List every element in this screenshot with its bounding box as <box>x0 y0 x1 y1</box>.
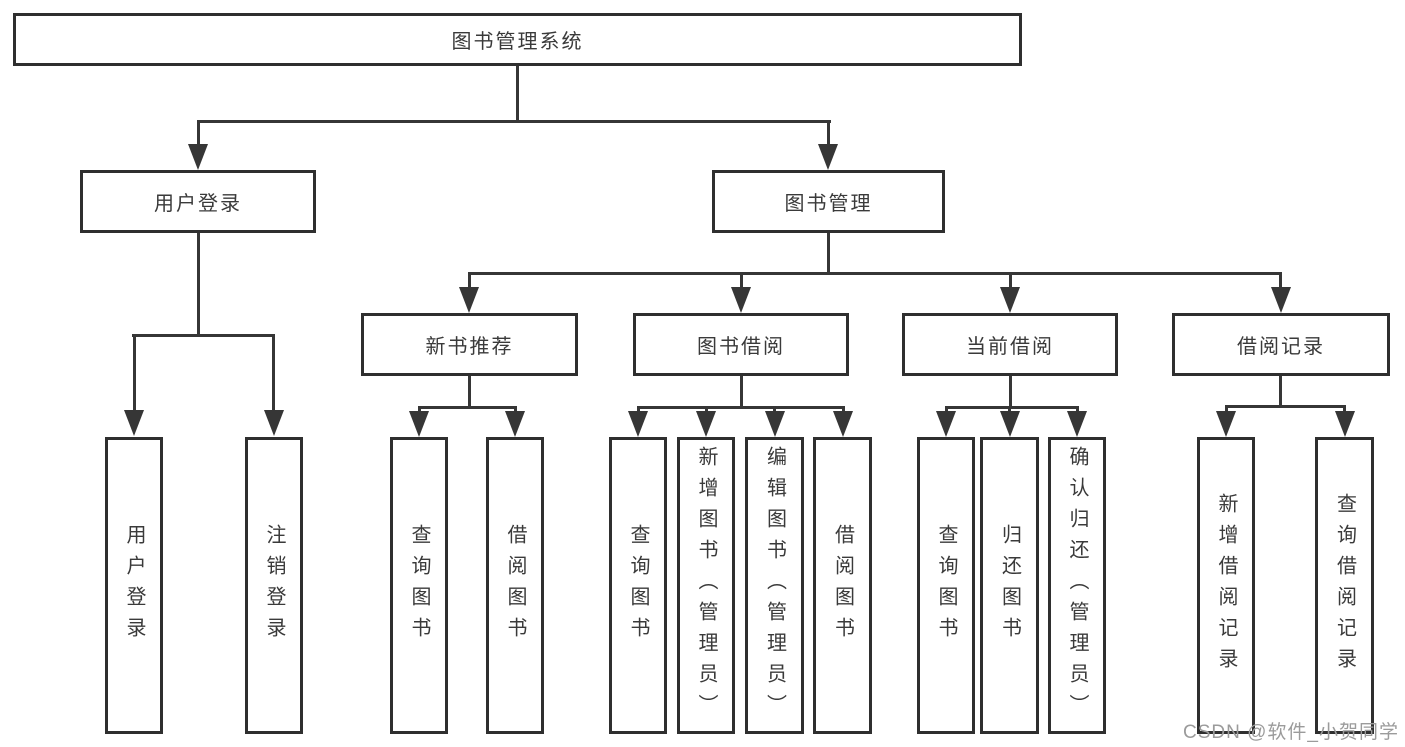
csdn-watermark: CSDN @软件_小贺同学 <box>1183 722 1399 743</box>
node-label: 借阅记录 <box>1237 336 1325 358</box>
node-new-book-rec: 新书推荐 <box>361 313 578 376</box>
node-label: 当前借阅 <box>966 336 1054 358</box>
connector-current-borrow-hline <box>945 406 1079 409</box>
arrowhead-to-cb-return <box>1000 411 1020 437</box>
connector-stem-rec-borrow <box>514 406 517 414</box>
node-label: 借阅图书 <box>831 523 854 648</box>
node-rec-borrow-books: 借阅图书 <box>486 437 544 734</box>
connector-stem-bb-add <box>705 406 708 414</box>
node-bb-borrow-books: 借阅图书 <box>813 437 872 734</box>
arrowhead-to-bb-add <box>696 411 716 437</box>
node-label: 查询图书 <box>935 523 957 648</box>
node-label: 图书管理 <box>784 193 873 215</box>
connector-stem-rec-query <box>418 406 421 414</box>
node-current-borrow: 当前借阅 <box>902 313 1118 376</box>
node-label: 新增借阅记录 <box>1215 492 1237 679</box>
node-label: 借阅图书 <box>504 523 526 648</box>
connector-stem-cb-query <box>945 406 948 414</box>
connector-stem-cb-confirm <box>1076 406 1079 414</box>
connector-stem-borrow-record <box>1279 272 1282 292</box>
arrowhead-to-br-query <box>1335 411 1355 437</box>
arrowhead-to-rec-query <box>409 411 429 437</box>
arrowhead-to-leaf-user-login <box>124 410 144 436</box>
connector-borrow-record-hline <box>1225 405 1346 408</box>
connector-stem-book-borrow <box>740 272 743 292</box>
node-label: 注销登录 <box>263 523 285 648</box>
arrowhead-to-bb-query <box>628 411 648 437</box>
connector-book-borrow-vline <box>740 376 743 408</box>
node-label: 图书借阅 <box>697 336 785 358</box>
connector-stem-bb-query <box>637 406 640 414</box>
arrowhead-to-book-mgmt <box>818 144 838 170</box>
node-book-management-system: 图书管理系统 <box>13 13 1022 66</box>
node-cb-query-books: 查询图书 <box>917 437 975 734</box>
node-bb-query-books: 查询图书 <box>609 437 667 734</box>
node-bb-edit-books: 编辑图书（管理员） <box>745 437 804 734</box>
arrowhead-to-borrow-record <box>1271 287 1291 313</box>
arrowhead-to-cb-confirm <box>1067 411 1087 437</box>
node-book-borrow: 图书借阅 <box>633 313 849 376</box>
node-label: 查询图书 <box>408 523 430 648</box>
connector-stem-br-add <box>1225 405 1228 414</box>
node-label: 新增图书（管理员） <box>695 446 717 725</box>
node-label: 用户登录 <box>154 193 242 215</box>
connector-stem-bb-edit <box>773 406 776 414</box>
connector-root-hline <box>197 120 831 123</box>
arrowhead-to-rec-borrow <box>505 411 525 437</box>
connector-book-mgmt-vline <box>827 233 830 274</box>
arrowhead-to-new-book-rec <box>459 287 479 313</box>
connector-current-borrow-vline <box>1009 376 1012 408</box>
connector-new-book-rec-vline <box>468 376 471 408</box>
connector-stem-leaf-user-login <box>133 334 136 412</box>
node-br-add-record: 新增借阅记录 <box>1197 437 1255 734</box>
node-br-query-record: 查询借阅记录 <box>1315 437 1374 734</box>
connector-user-login-vline <box>197 233 200 336</box>
connector-stem-bb-borrow <box>842 406 845 414</box>
connector-stem-br-query <box>1343 405 1346 414</box>
node-rec-query-books: 查询图书 <box>390 437 448 734</box>
arrowhead-to-leaf-logout <box>264 410 284 436</box>
arrowhead-to-cb-query <box>936 411 956 437</box>
connector-new-book-rec-hline <box>418 406 517 409</box>
arrowhead-to-book-borrow <box>731 287 751 313</box>
node-leaf-user-login: 用户登录 <box>105 437 163 734</box>
connector-book-mgmt-hline <box>468 272 1282 275</box>
node-cb-confirm-return: 确认归还（管理员） <box>1048 437 1106 734</box>
connector-book-borrow-hline <box>637 406 845 409</box>
arrowhead-to-bb-edit <box>765 411 785 437</box>
node-cb-return-books: 归还图书 <box>980 437 1039 734</box>
node-book-mgmt: 图书管理 <box>712 170 945 233</box>
node-label: 编辑图书（管理员） <box>763 446 786 725</box>
arrowhead-to-bb-borrow <box>833 411 853 437</box>
arrowhead-to-br-add <box>1216 411 1236 437</box>
node-label: 归还图书 <box>998 523 1021 648</box>
arrowhead-to-user-login <box>188 144 208 170</box>
connector-root-vline <box>516 66 519 120</box>
connector-user-login-hline <box>132 334 275 337</box>
node-leaf-logout: 注销登录 <box>245 437 303 734</box>
node-borrow-record: 借阅记录 <box>1172 313 1390 376</box>
node-bb-add-books: 新增图书（管理员） <box>677 437 735 734</box>
connector-stem-new-book-rec <box>468 272 471 292</box>
connector-stem-cb-return <box>1008 406 1011 414</box>
node-label: 确认归还（管理员） <box>1066 446 1088 725</box>
node-label: 查询图书 <box>627 523 649 648</box>
node-label: 图书管理系统 <box>451 31 584 53</box>
connector-stem-user-login <box>197 120 200 148</box>
connector-stem-current-borrow <box>1009 272 1012 292</box>
arrowhead-to-current-borrow <box>1000 287 1020 313</box>
connector-stem-leaf-logout <box>272 334 275 412</box>
connector-borrow-record-vline <box>1279 376 1282 407</box>
node-label: 用户登录 <box>123 523 145 648</box>
node-label: 查询借阅记录 <box>1333 492 1356 679</box>
node-user-login: 用户登录 <box>80 170 316 233</box>
connector-stem-book-mgmt <box>827 120 830 148</box>
node-label: 新书推荐 <box>425 336 514 358</box>
